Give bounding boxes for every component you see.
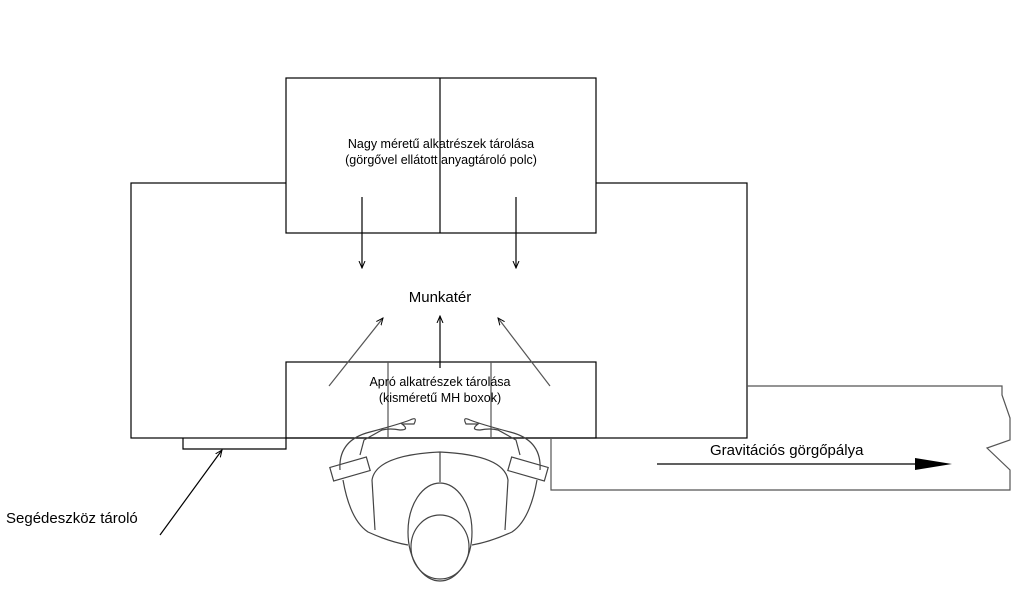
tool-storage-label: Segédeszköz tároló xyxy=(6,510,138,527)
tool-storage-outline xyxy=(182,438,287,450)
tool-storage-pointer xyxy=(159,450,222,536)
large-parts-shelf xyxy=(285,77,597,234)
large-parts-subtitle: (görgővel ellátott anyagtároló polc) xyxy=(345,153,537,167)
arrow-up-left xyxy=(328,318,383,387)
small-parts-boxes xyxy=(285,361,597,439)
small-parts-title: Apró alkatrészek tárolása xyxy=(369,375,511,389)
conveyor-arrowhead xyxy=(915,458,952,470)
small-parts-subtitle: (kisméretű MH boxok) xyxy=(378,391,502,405)
workspace-label: Munkatér xyxy=(408,289,472,306)
arrow-up-right xyxy=(498,318,551,387)
large-parts-label: Nagy méretű alkatrészek tárolása (görgőv… xyxy=(286,136,596,168)
worker-figure xyxy=(329,418,549,582)
small-parts-label: Apró alkatrészek tárolása (kisméretű MH … xyxy=(340,374,540,406)
large-parts-title: Nagy méretű alkatrészek tárolása xyxy=(347,137,535,151)
conveyor-label: Gravitációs görgőpálya xyxy=(710,442,864,459)
conveyor-outline xyxy=(550,385,1011,491)
